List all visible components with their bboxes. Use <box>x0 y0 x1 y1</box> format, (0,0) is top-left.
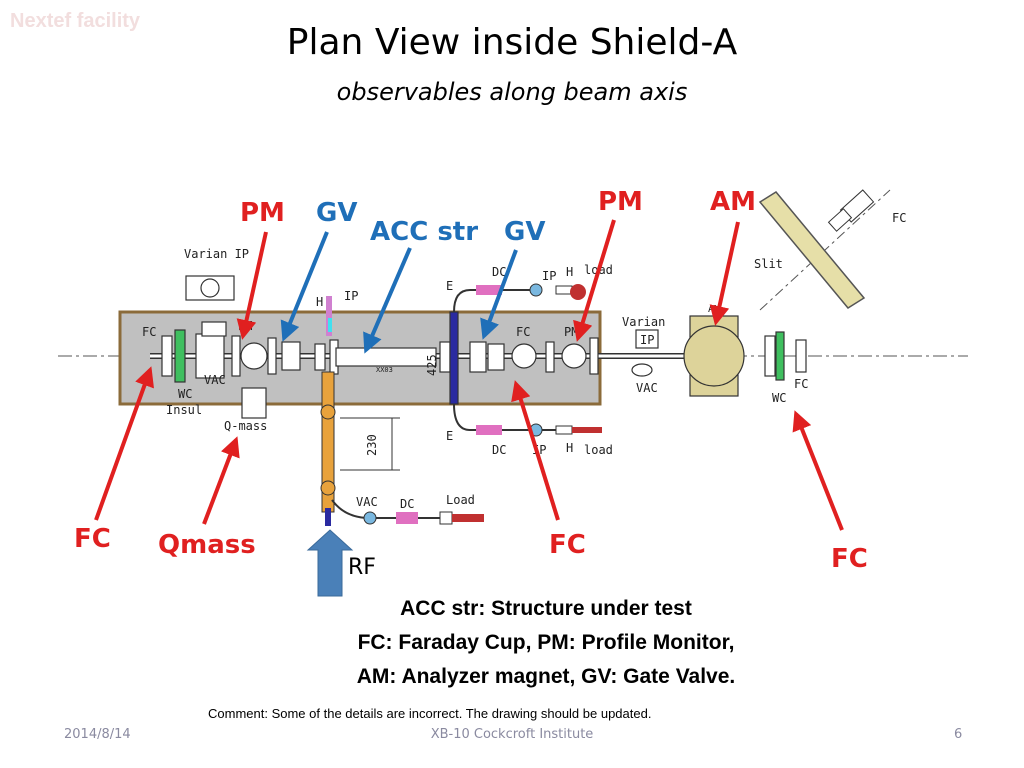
arrow-qmass <box>202 436 240 525</box>
text-h-top: H <box>316 295 323 309</box>
pm1-chamber <box>240 342 268 370</box>
upper-load <box>570 284 586 300</box>
label-fc-left: FC <box>74 524 111 554</box>
wc-green-right <box>775 331 785 381</box>
varian-ip-right <box>635 329 659 349</box>
text-q-mass: Q-mass <box>224 419 267 433</box>
text-wc-left: WC <box>178 387 192 401</box>
arrow-am <box>709 221 740 326</box>
gv1-body <box>281 341 301 371</box>
text-dc-top: DC <box>492 265 506 279</box>
q-mass-box <box>241 387 267 419</box>
beamline-components <box>150 275 807 419</box>
rf-load <box>452 514 484 522</box>
watermark: Nextef facility <box>10 10 141 32</box>
text-vac-rf: VAC <box>356 495 378 509</box>
text-varian-ip: Varian IP <box>184 247 249 261</box>
blue-flange <box>449 311 459 405</box>
text-dim-425: 425 <box>425 354 439 376</box>
label-fc-inner: FC <box>549 530 586 560</box>
fc-inner <box>511 343 537 369</box>
footer-center: XB-10 Cockcroft Institute <box>430 727 594 742</box>
lower-load <box>572 427 602 433</box>
text-fc-right: FC <box>794 377 808 391</box>
legend-line-1: ACC str: Structure under test <box>400 597 692 620</box>
text-dc-bottom: DC <box>492 443 506 457</box>
drawing-text: Varian IP IP H FC PM VAC WC Insul Q-mass… <box>142 211 906 511</box>
legend: ACC str: Structure under test FC: Farada… <box>270 592 822 694</box>
arrow-pm-right <box>573 219 616 342</box>
slit-arm <box>758 189 891 311</box>
text-load-lower: load <box>584 443 613 457</box>
text-h-lower: H <box>566 441 573 455</box>
footer-date: 2014/8/14 <box>64 727 131 742</box>
comment-note: Comment: Some of the details are incorre… <box>208 706 652 721</box>
text-e-top: E <box>446 279 453 293</box>
gv2-body <box>487 343 505 371</box>
text-slit: Slit <box>754 257 783 271</box>
text-ip-upper: IP <box>542 269 556 283</box>
text-fc-left: FC <box>142 325 156 339</box>
text-wc-right: WC <box>772 391 786 405</box>
arrow-gv-left <box>280 231 329 342</box>
pm2-chamber <box>561 343 587 369</box>
text-dc-rf: DC <box>400 497 414 511</box>
text-dim-230: 230 <box>365 434 379 456</box>
arrow-pm-left <box>236 231 268 340</box>
label-am: AM <box>710 187 756 217</box>
plan-view-diagram: Varian IP IP H FC PM VAC WC Insul Q-mass… <box>58 187 968 597</box>
label-gv-left: GV <box>316 198 357 228</box>
text-insul: Insul <box>166 403 202 417</box>
text-fc-inner: FC <box>516 325 530 339</box>
text-vac-left: VAC <box>204 373 226 387</box>
arrow-gv-right <box>480 249 518 340</box>
wc-green <box>174 329 186 383</box>
text-e-bottom: E <box>446 429 453 443</box>
label-fc-right: FC <box>831 544 868 574</box>
slide-title: Plan View inside Shield-A <box>286 22 738 63</box>
label-qmass: Qmass <box>158 530 256 560</box>
upper-load-line <box>453 283 586 313</box>
slit-bar <box>758 191 866 309</box>
slide-subtitle: observables along beam axis <box>336 78 688 106</box>
acc-structure <box>335 347 437 367</box>
arrow-fc-right <box>792 410 844 531</box>
text-fc-slit: FC <box>892 211 906 225</box>
text-vac-right: VAC <box>636 381 658 395</box>
text-ip-top: IP <box>344 289 358 303</box>
rf-arrow <box>306 529 354 597</box>
text-varian-right: Varian <box>622 315 665 329</box>
arrow-acc-str <box>363 247 412 354</box>
big-labels: PM GV ACC str GV PM AM FC Qmass FC FC RF <box>74 187 868 580</box>
text-load-rf: Load <box>446 493 475 507</box>
footer-page-number: 6 <box>954 727 963 742</box>
rf-waveguide <box>320 296 484 526</box>
text-ip-right: IP <box>640 333 654 347</box>
label-rf: RF <box>348 555 376 580</box>
label-gv-right: GV <box>504 217 545 247</box>
legend-line-2: FC: Faraday Cup, PM: Profile Monitor, <box>357 631 735 654</box>
text-xx03: XX03 <box>376 366 393 374</box>
annotation-arrows <box>94 219 844 531</box>
label-pm-left: PM <box>240 198 285 228</box>
label-acc-str: ACC str <box>370 217 478 247</box>
pink-tube <box>326 296 332 336</box>
legend-line-3: AM: Analyzer magnet, GV: Gate Valve. <box>356 665 736 688</box>
lower-load-line <box>453 403 602 437</box>
arrow-fc-left <box>94 366 154 521</box>
text-h-upper: H <box>566 265 573 279</box>
arrow-fc-inner <box>511 380 560 521</box>
label-pm-right: PM <box>598 187 643 217</box>
